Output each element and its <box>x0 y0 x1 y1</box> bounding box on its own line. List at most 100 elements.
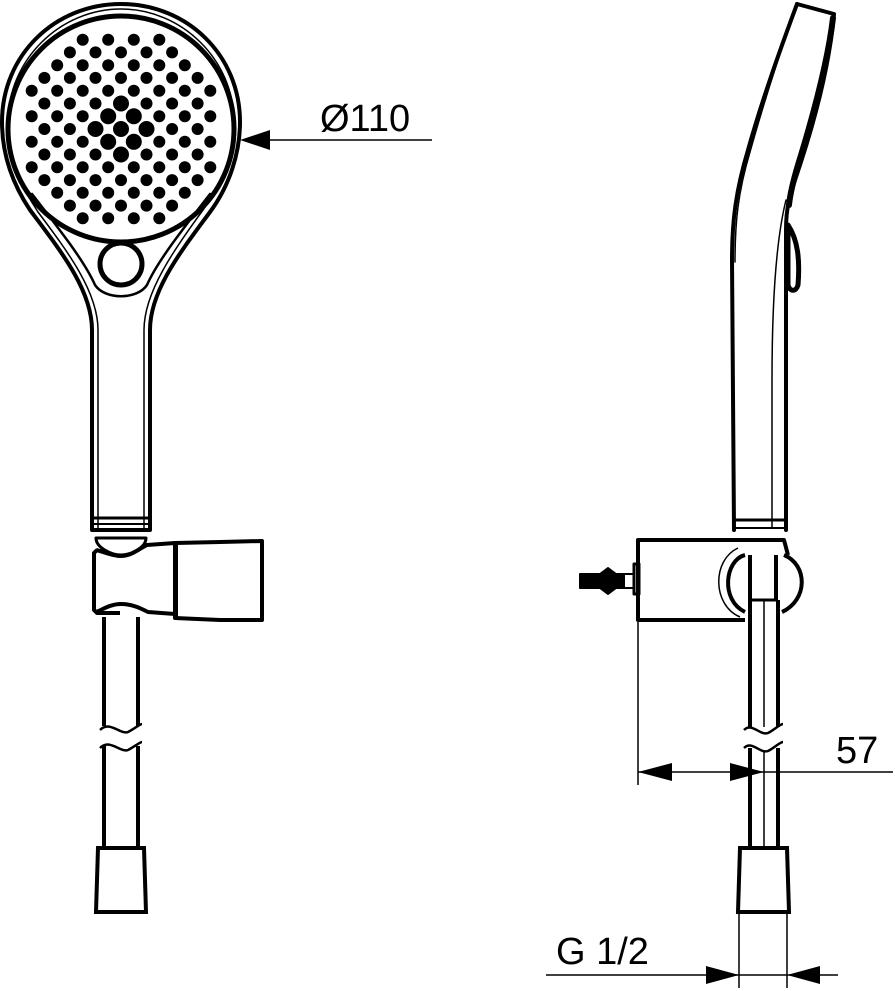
nozzle-dot <box>140 97 153 110</box>
nozzle-dot <box>166 97 179 110</box>
nozzle-dot <box>113 121 129 137</box>
nozzle-dot <box>76 110 89 123</box>
nozzle-dot <box>125 133 142 150</box>
nozzle-dot <box>127 186 140 199</box>
nozzle-dot <box>140 174 153 187</box>
side-view <box>730 2 836 532</box>
hose-connector-front <box>93 846 149 914</box>
nozzle-dot <box>63 97 76 110</box>
nozzle-dot <box>191 123 204 135</box>
side-head-outline <box>784 2 836 532</box>
nozzle-dot <box>166 148 179 161</box>
nozzle-dot <box>191 148 204 161</box>
nozzle-dot <box>166 174 179 187</box>
nozzle-dot <box>63 71 76 84</box>
nozzle-dot <box>115 174 127 187</box>
nozzle-dot <box>204 84 217 97</box>
nozzle-dot <box>153 186 166 199</box>
nozzle-dot <box>89 174 102 187</box>
nozzle-dot <box>89 71 102 84</box>
nozzle-dot <box>25 84 38 97</box>
nozzle-dot <box>76 212 89 225</box>
diameter-dimension <box>240 130 432 150</box>
nozzle-dot <box>204 110 217 123</box>
nozzle-dot <box>102 212 115 225</box>
front-view <box>0 2 242 532</box>
nozzle-dot <box>166 71 179 84</box>
nozzle-dot <box>38 148 51 161</box>
nozzle-dot <box>178 161 191 174</box>
nozzle-dot <box>89 199 102 212</box>
nozzle-dot <box>76 135 89 148</box>
nozzle-dot <box>166 46 179 59</box>
nozzle-dot <box>25 110 38 123</box>
wall-holder-front <box>92 536 264 622</box>
nozzle-dot <box>166 123 179 135</box>
nozzle-dot <box>102 186 115 199</box>
nozzle-dot <box>140 71 153 84</box>
nozzle-dot <box>51 110 64 123</box>
nozzle-dot <box>191 97 204 110</box>
nozzle-dot <box>153 33 166 46</box>
nozzle-dot <box>38 97 51 110</box>
spray-nozzles <box>25 33 217 225</box>
diameter-label: Ø110 <box>320 98 411 140</box>
nozzle-dot <box>100 133 117 150</box>
nozzle-dot <box>63 46 76 59</box>
nozzle-dot <box>140 148 153 161</box>
nozzle-dot <box>178 135 191 148</box>
nozzle-dot <box>115 199 127 212</box>
nozzle-dot <box>153 110 166 123</box>
nozzle-dot <box>76 84 89 97</box>
nozzle-dot <box>125 108 142 125</box>
wall-holder-side <box>579 538 804 622</box>
nozzle-dot <box>38 123 51 135</box>
hose-side <box>735 600 792 988</box>
thread-dimension <box>546 966 838 984</box>
nozzle-dot <box>178 84 191 97</box>
nozzle-dot <box>153 84 166 97</box>
nozzle-dot <box>140 46 153 59</box>
nozzle-dot <box>63 148 76 161</box>
nozzle-dot <box>102 161 115 174</box>
nozzle-dot <box>102 59 115 72</box>
nozzle-dot <box>115 46 127 59</box>
nozzle-dot <box>89 46 102 59</box>
nozzle-dot <box>138 121 155 137</box>
nozzle-dot <box>127 84 140 97</box>
nozzle-dot <box>204 135 217 148</box>
wall-projection-label: 57 <box>836 730 879 772</box>
nozzle-dot <box>140 199 153 212</box>
nozzle-dot <box>38 71 51 84</box>
nozzle-dot <box>178 110 191 123</box>
nozzle-dot <box>89 97 102 110</box>
nozzle-dot <box>166 199 179 212</box>
nozzle-dot <box>38 174 51 187</box>
nozzle-dot <box>204 161 217 174</box>
nozzle-dot <box>113 95 129 112</box>
nozzle-dot <box>63 199 76 212</box>
wall-projection-dimension <box>637 622 893 785</box>
nozzle-dot <box>127 59 140 72</box>
nozzle-dot <box>76 186 89 199</box>
nozzle-dot <box>25 135 38 148</box>
nozzle-dot <box>87 121 104 137</box>
nozzle-dot <box>191 71 204 84</box>
nozzle-dot <box>102 84 115 97</box>
nozzle-dot <box>127 212 140 225</box>
nozzle-dot <box>153 161 166 174</box>
nozzle-dot <box>51 135 64 148</box>
mounting-screw-icon <box>579 567 625 595</box>
thread-label: G 1/2 <box>556 931 649 973</box>
nozzle-dot <box>76 33 89 46</box>
nozzle-dot <box>127 161 140 174</box>
spray-mode-button <box>97 240 145 288</box>
nozzle-dot <box>89 148 102 161</box>
nozzle-dot <box>51 59 64 72</box>
nozzle-dot <box>113 146 129 163</box>
nozzle-dot <box>51 186 64 199</box>
nozzle-dot <box>100 108 117 125</box>
nozzle-dot <box>153 135 166 148</box>
hose-front <box>93 617 149 914</box>
